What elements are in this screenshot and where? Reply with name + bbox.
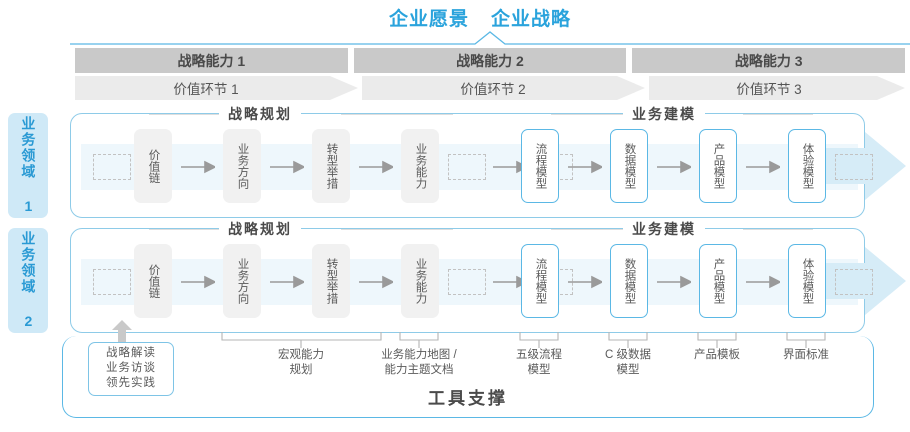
row-1-section-title-planning: 战略规划 — [219, 104, 301, 124]
row-1-section-title-modeling: 业务建模 — [623, 104, 705, 124]
row-2-dash-pad-end — [835, 269, 873, 295]
row-1-node-experience-model-label: 体验模型 — [801, 143, 814, 189]
footnote-interface-standard: 界面标准 — [741, 348, 871, 363]
footnote-strategy-interpretation[interactable]: 战略解读 业务访谈 领先实践 — [88, 342, 174, 396]
footnote-process-line-1: 五级流程 — [516, 349, 562, 361]
row-1-node-data-model-label: 数据模型 — [623, 143, 636, 189]
capability-cell-3[interactable]: 战略能力 3 — [632, 48, 906, 73]
row-2-node-transformation-measures[interactable]: 转型举措 — [312, 244, 350, 318]
row-1-node-product-model[interactable]: 产品模型 — [699, 129, 737, 203]
row-2-node-business-capability[interactable]: 业务能力 — [401, 244, 439, 318]
footnote-capability-map-line-1: 业务能力地图 / — [381, 349, 457, 361]
row-1-arrow-3 — [359, 160, 395, 174]
value-link-label-3[interactable]: 价值环节 3 — [736, 82, 802, 97]
row-2-node-business-direction-label: 业务方向 — [236, 258, 249, 304]
footnote-macro-line-1: 宏观能力 — [278, 349, 324, 361]
title-enterprise-strategy: 企业战略 — [491, 8, 572, 30]
row-1-arrow-1 — [181, 160, 217, 174]
row-2-arrow-6 — [657, 275, 693, 289]
row-2-dash-pad-middle — [448, 269, 486, 295]
side-label-domain-2: 业务领域 2 — [8, 228, 48, 333]
row-1-node-product-model-label: 产品模型 — [712, 143, 725, 189]
footnote-capability-map: 业务能力地图 / 能力主题文档 — [354, 348, 484, 378]
domain-row-1: 战略规划 业务建模 价值链 业务方向 转型举措 业务能力 — [70, 104, 906, 218]
row-2-node-experience-model-label: 体验模型 — [801, 258, 814, 304]
footnote-data-line-2: 模型 — [616, 363, 640, 376]
footnote-process-line-2: 模型 — [527, 363, 551, 376]
tool-support-title: 工具支撑 — [428, 389, 508, 408]
row-1-node-value-chain-label: 价值链 — [147, 148, 160, 184]
row-1-node-process-model[interactable]: 流程模型 — [521, 129, 559, 203]
footnote-five-level-process-model: 五级流程 模型 — [474, 348, 604, 378]
value-link-band: 价值环节 1 价值环节 2 价值环节 3 — [75, 76, 905, 100]
footnote-capability-map-line-2: 能力主题文档 — [384, 363, 454, 376]
row-2-node-product-model[interactable]: 产品模型 — [699, 244, 737, 318]
footnote-c-level-data-model: C 级数据 模型 — [563, 348, 693, 378]
footnote-data-line-1: C 级数据 — [605, 349, 651, 361]
row-1-node-value-chain[interactable]: 价值链 — [134, 129, 172, 203]
row-1-node-experience-model[interactable]: 体验模型 — [788, 129, 826, 203]
title-connector — [70, 30, 910, 48]
row-2-section-title-planning: 战略规划 — [219, 219, 301, 239]
row-1-node-process-model-label: 流程模型 — [534, 143, 547, 189]
row-2-node-process-model-label: 流程模型 — [534, 258, 547, 304]
row-2-node-value-chain[interactable]: 价值链 — [134, 244, 172, 318]
row-2-node-product-model-label: 产品模型 — [712, 258, 725, 304]
domain-row-2: 战略规划 业务建模 价值链 业务方向 转型举措 业务能力 — [70, 219, 906, 333]
row-2-dash-pad-start — [93, 269, 131, 295]
value-link-label-1[interactable]: 价值环节 1 — [173, 82, 239, 97]
capability-cell-2[interactable]: 战略能力 2 — [353, 48, 627, 73]
footnote-strategy-line-2: 业务访谈 — [106, 362, 156, 375]
footnote-macro-line-2: 规划 — [289, 363, 313, 376]
row-2-node-experience-model[interactable]: 体验模型 — [788, 244, 826, 318]
row-1-arrow-7 — [746, 160, 782, 174]
row-2-arrow-2 — [270, 275, 306, 289]
title-enterprise-vision: 企业愿景 — [388, 8, 469, 30]
row-2-node-business-direction[interactable]: 业务方向 — [223, 244, 261, 318]
row-2-arrow-7 — [746, 275, 782, 289]
strategic-capability-band: 战略能力 1 战略能力 2 战略能力 3 — [75, 48, 906, 73]
footnote-interface-line-1: 界面标准 — [783, 349, 829, 361]
row-1-node-business-direction-label: 业务方向 — [236, 143, 249, 189]
row-2-arrow-5 — [568, 275, 604, 289]
row-1-dash-pad-middle — [448, 154, 486, 180]
side-label-domain-2-text: 业务领域 2 — [20, 230, 37, 331]
side-label-domain-1: 业务领域 1 — [8, 113, 48, 218]
row-1-arrow-5 — [568, 160, 604, 174]
row-1-node-business-direction[interactable]: 业务方向 — [223, 129, 261, 203]
row-2-flow-arrow — [821, 247, 906, 315]
footnote-macro-capability-planning: 宏观能力 规划 — [236, 348, 366, 378]
row-1-node-business-capability-label: 业务能力 — [414, 143, 427, 189]
footnote-product-line-1: 产品模板 — [694, 349, 740, 361]
row-2-node-business-capability-label: 业务能力 — [414, 258, 427, 304]
row-1-arrow-2 — [270, 160, 306, 174]
row-1-dash-pad-start — [93, 154, 131, 180]
row-2-arrow-3 — [359, 275, 395, 289]
row-2-node-process-model[interactable]: 流程模型 — [521, 244, 559, 318]
strategy-input-arrow — [112, 320, 132, 342]
side-label-domain-1-text: 业务领域 1 — [20, 115, 37, 216]
row-2-node-data-model[interactable]: 数据模型 — [610, 244, 648, 318]
row-2-node-transformation-measures-label: 转型举措 — [325, 258, 338, 304]
value-link-label-2[interactable]: 价值环节 2 — [460, 82, 526, 97]
tool-support-frame: 工具支撑 — [62, 336, 874, 418]
footnote-braces — [221, 332, 826, 348]
footnote-strategy-line-3: 领先实践 — [106, 377, 156, 390]
row-1-node-transformation-measures-label: 转型举措 — [325, 143, 338, 189]
row-1-flow-arrow — [821, 132, 906, 200]
row-1-arrow-6 — [657, 160, 693, 174]
row-1-node-business-capability[interactable]: 业务能力 — [401, 129, 439, 203]
row-1-node-data-model[interactable]: 数据模型 — [610, 129, 648, 203]
row-2-node-value-chain-label: 价值链 — [147, 263, 160, 299]
row-1-node-transformation-measures[interactable]: 转型举措 — [312, 129, 350, 203]
top-titles: 企业愿景 企业战略 — [340, 4, 620, 30]
footnote-product-template: 产品模板 — [652, 348, 782, 363]
capability-cell-1[interactable]: 战略能力 1 — [75, 48, 348, 73]
footnote-strategy-line-1: 战略解读 — [106, 347, 156, 359]
row-2-arrow-1 — [181, 275, 217, 289]
row-2-node-data-model-label: 数据模型 — [623, 258, 636, 304]
row-1-dash-pad-end — [835, 154, 873, 180]
row-2-section-title-modeling: 业务建模 — [623, 219, 705, 239]
